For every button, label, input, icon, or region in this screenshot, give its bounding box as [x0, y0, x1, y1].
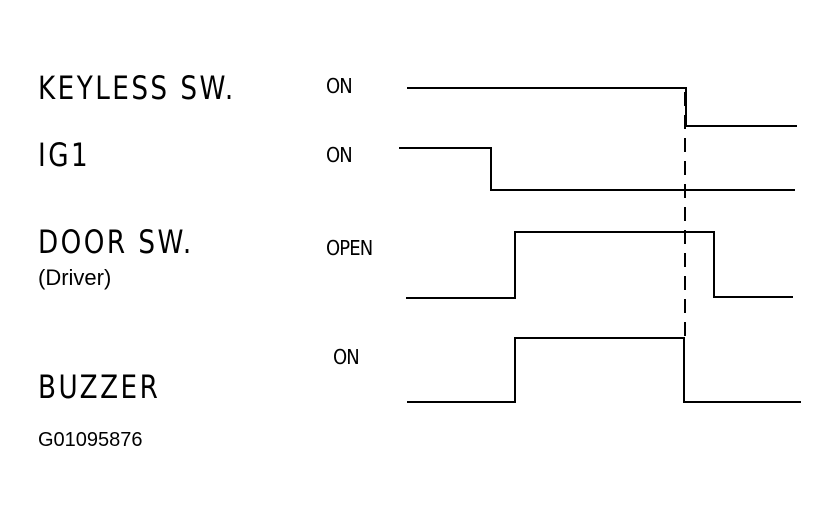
waveform-buzzer — [407, 337, 801, 403]
signal-sublabel-door-sw: (Driver) — [38, 265, 112, 290]
waveform-keyless-sw — [407, 87, 797, 127]
signal-label-ig1: IG1 — [38, 136, 91, 174]
state-label-keyless-sw: ON — [326, 74, 353, 98]
state-label-door-sw: OPEN — [326, 236, 373, 260]
signal-label-door-sw: DOOR SW. — [38, 223, 194, 261]
signal-label-keyless-sw: KEYLESS SW. — [38, 69, 236, 107]
signal-label-buzzer: BUZZER — [38, 368, 161, 406]
figure-id: G01095876 — [38, 429, 143, 451]
waveform-door-sw — [406, 231, 793, 299]
state-label-buzzer: ON — [333, 345, 360, 369]
state-label-ig1: ON — [326, 143, 353, 167]
waveform-ig1 — [399, 147, 795, 191]
